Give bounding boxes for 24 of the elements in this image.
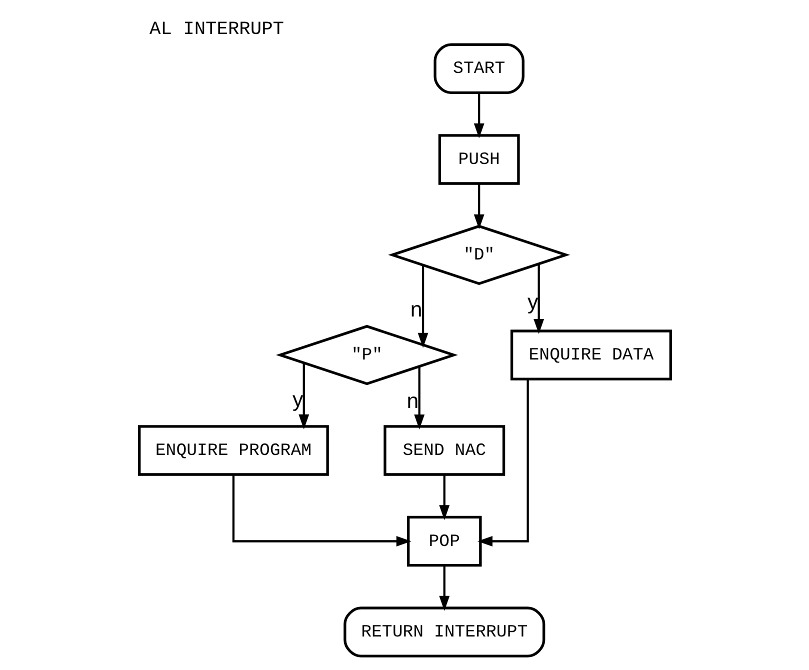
edge-label: n (406, 389, 418, 414)
arrow (477, 379, 528, 546)
arrow (414, 366, 424, 430)
arrow (473, 93, 484, 138)
diagram-title: AL INTERRUPT (149, 18, 284, 40)
arrow (438, 474, 450, 520)
node-box: PUSH (438, 134, 520, 185)
arrow (232, 474, 411, 546)
node-box: START (433, 43, 524, 94)
arrow (438, 566, 450, 611)
edge-label: y (526, 290, 538, 314)
node-box: POP (406, 516, 482, 567)
node-diamond: "P" (275, 324, 458, 386)
node-box: SEND NAC (383, 425, 505, 476)
arrow (298, 363, 309, 430)
node-box: ENQUIRE PROGRAM (138, 425, 328, 476)
edge-label: n (410, 298, 422, 322)
arrow (473, 184, 484, 230)
arrow (417, 265, 428, 348)
arrow (533, 264, 544, 334)
node-box: RETURN INTERRUPT (343, 606, 545, 658)
node-box: ENQUIRE DATA (510, 330, 672, 380)
edge-label: y (292, 387, 303, 412)
node-diamond: "D" (388, 224, 570, 286)
